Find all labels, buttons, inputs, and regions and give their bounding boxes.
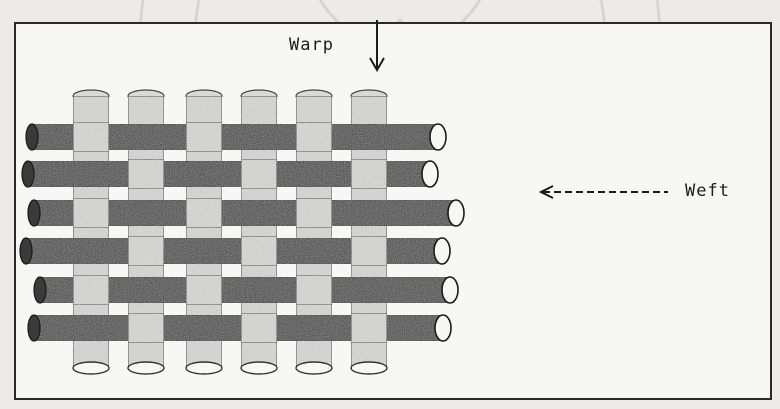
warp-crossing-over [73,275,109,305]
weft-left-end [22,161,34,187]
warp-crossing-over [296,198,332,228]
weft-left-end [26,124,38,150]
warp-crossing-over [186,122,222,152]
weft-right-end [422,161,438,187]
weft-arrow [541,186,668,198]
weft-left-end [34,277,46,303]
warp-arrow [370,20,384,70]
warp-bottom-end [241,362,277,374]
warp-crossing-over [128,236,164,266]
warp-bottom-end [128,362,164,374]
warp-crossing-over [351,236,387,266]
weft-right-end [430,124,446,150]
warp-crossing-over [73,198,109,228]
weft-label: Weft [685,181,730,201]
warp-label: Warp [289,35,334,55]
warp-crossing-over [351,159,387,189]
warp-crossing-over [73,122,109,152]
warp-crossing-over [241,159,277,189]
warp-bottom-end [351,362,387,374]
weft-right-end [448,200,464,226]
warp-bottom-end [186,362,222,374]
warp-crossing-over [186,198,222,228]
weft-left-end [28,315,40,341]
warp-bottom-end [73,362,109,374]
warp-crossing-over [128,313,164,343]
warp-bottom-end [296,362,332,374]
warp-crossing-over [186,275,222,305]
warp-crossing-over [241,236,277,266]
warp-crossing-over [351,313,387,343]
warp-crossing-over [296,275,332,305]
weft-left-end [20,238,32,264]
warp-crossing-over [241,313,277,343]
weft-right-end [434,238,450,264]
warp-crossing-over [296,122,332,152]
weft-right-end [435,315,451,341]
warp-crossing-over [128,159,164,189]
weft-left-end [28,200,40,226]
weft-right-end [442,277,458,303]
